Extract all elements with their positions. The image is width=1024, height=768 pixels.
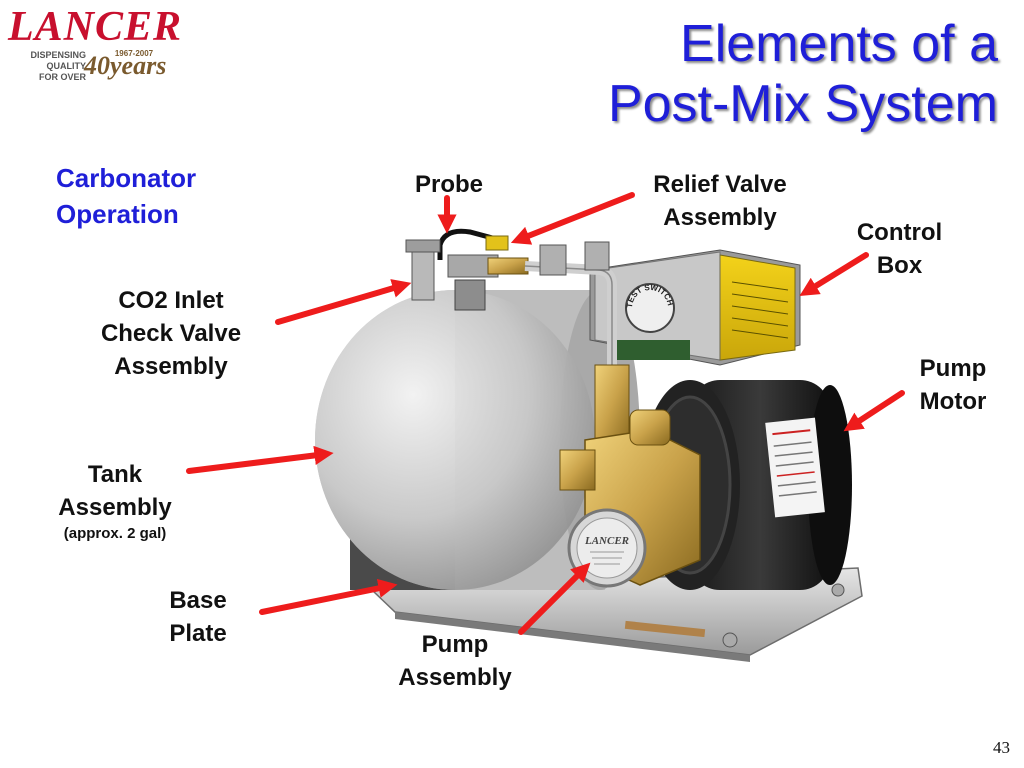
carbonator-operation-link[interactable]: Carbonator Operation bbox=[56, 160, 246, 232]
control-box-arrow bbox=[799, 252, 869, 297]
label-pump-assembly-line2: Assembly bbox=[398, 664, 512, 691]
label-pump-motor: Pump Motor bbox=[900, 352, 1006, 418]
label-base-plate-line2: Plate bbox=[169, 620, 227, 647]
label-pump-assembly: Pump Assembly bbox=[380, 628, 530, 694]
logo-brand: LANCER bbox=[8, 4, 183, 50]
label-tank-line2: Assembly bbox=[58, 494, 172, 521]
page-number: 43 bbox=[993, 738, 1010, 757]
test-switch-text: TEST SWITCH ONLY bbox=[0, 0, 675, 308]
label-co2-inlet-line3: Assembly bbox=[114, 353, 228, 380]
label-tank: Tank Assembly (approx. 2 gal) bbox=[40, 458, 190, 544]
slide-title-line-1: Elements of a bbox=[680, 15, 998, 73]
relief-valve-arrow bbox=[510, 192, 635, 245]
slide-title-line-2: Post-Mix System bbox=[607, 75, 998, 133]
label-control-box-line2: Box bbox=[876, 252, 923, 279]
carbonator-operation-link-text: Carbonator Operation bbox=[56, 163, 197, 229]
pump: LANCER bbox=[559, 364, 701, 588]
label-base-plate-line1: Base bbox=[169, 587, 227, 614]
label-pump-assembly-line1: Pump bbox=[421, 631, 489, 658]
pump-assembly-arrow bbox=[518, 562, 591, 635]
label-co2-inlet-line1: CO2 Inlet bbox=[118, 287, 224, 314]
label-pump-motor-line2: Motor bbox=[919, 388, 987, 415]
base-plate-arrow bbox=[259, 578, 398, 615]
label-control-box-line1: Control bbox=[856, 219, 943, 246]
lancer-logo: LANCER DISPENSING QUALITY FOR OVER 1967-… bbox=[4, 4, 181, 83]
svg-text:TEST SWITCH ONLY: TEST SWITCH ONLY bbox=[0, 0, 675, 308]
label-control-box: Control Box bbox=[842, 216, 957, 282]
label-base-plate: Base Plate bbox=[148, 584, 248, 650]
logo-40-years: 40years bbox=[84, 51, 167, 80]
label-pump-motor-line1: Pump bbox=[919, 355, 987, 382]
co2-inlet-arrow bbox=[275, 279, 412, 325]
label-relief-valve-line2: Assembly bbox=[663, 204, 777, 231]
plumbing bbox=[405, 228, 617, 365]
logo-tagline-1: DISPENSING QUALITY bbox=[30, 50, 86, 71]
label-tank-line1: Tank bbox=[87, 461, 143, 488]
label-relief-valve-line1: Relief Valve bbox=[653, 171, 787, 198]
pump-motor-arrow bbox=[843, 390, 905, 432]
logo-tagline-2: FOR OVER bbox=[38, 72, 86, 82]
tank-arrow bbox=[186, 445, 334, 474]
logo-tagline: DISPENSING QUALITY FOR OVER bbox=[8, 50, 86, 83]
label-co2-inlet-line2: Check Valve bbox=[100, 320, 242, 347]
label-tank-note: (approx. 2 gal) bbox=[63, 525, 167, 542]
label-relief-valve: Relief Valve Assembly bbox=[630, 168, 810, 234]
label-probe: Probe bbox=[404, 168, 494, 201]
label-co2-inlet: CO2 Inlet Check Valve Assembly bbox=[76, 284, 266, 383]
logo-years-range: 1967-2007 bbox=[114, 49, 154, 58]
label-probe-text: Probe bbox=[414, 171, 483, 198]
pump-badge-text: LANCER bbox=[584, 535, 629, 547]
